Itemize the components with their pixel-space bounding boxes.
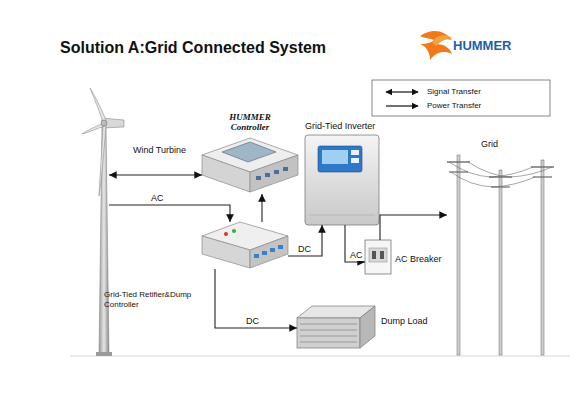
rectifier-device (202, 222, 288, 268)
rectifier-node: Grid-Tied Retifier&Dump Controller (202, 222, 288, 269)
grid-poles (447, 155, 554, 355)
legend-sample (386, 105, 418, 106)
grid-node: Grid (447, 155, 556, 355)
legend-text: Power Transfer (427, 101, 481, 111)
node-label: AC Breaker (395, 254, 455, 265)
controller-device (202, 138, 298, 192)
node-label: Dump Load (381, 316, 441, 327)
connector (345, 225, 365, 262)
edge-label: DC (297, 244, 312, 255)
diagram-title: Solution A:Grid Connected System (60, 38, 326, 58)
wind-turbine-node: Wind Turbine (99, 90, 109, 355)
edge-label: AC (150, 193, 165, 204)
edge-label: AC (349, 250, 364, 261)
inverter-node: Grid-Tied Inverter (305, 135, 379, 225)
connector (109, 174, 202, 175)
inverter-device (305, 135, 379, 225)
connector (380, 215, 447, 240)
legend-frame (372, 80, 550, 116)
connector (288, 225, 322, 256)
legend-text: Signal Transfer (427, 87, 481, 97)
edge-label: DC (245, 316, 260, 327)
connector (261, 194, 262, 222)
node-label: Grid-Tied Inverter (305, 121, 395, 132)
node-label: Grid-Tied Retifier&Dump Controller (104, 290, 208, 310)
ground-line (70, 356, 570, 357)
logo-text: HUMMER (453, 38, 512, 53)
breaker-device (365, 240, 391, 274)
logo-bird (420, 31, 452, 60)
legend-sample (386, 91, 418, 92)
connector (109, 205, 230, 222)
dump-load-device (297, 306, 375, 348)
connector (215, 269, 297, 328)
breaker-node: AC Breaker (365, 240, 391, 274)
dump-load-node: Dump Load (297, 306, 375, 348)
node-label: Grid (481, 139, 521, 150)
node-label: HUMMER Controller (215, 112, 285, 132)
node-label: Wind Turbine (133, 145, 203, 156)
controller-node: HUMMER Controller (202, 138, 298, 194)
wind-turbine (82, 88, 124, 356)
